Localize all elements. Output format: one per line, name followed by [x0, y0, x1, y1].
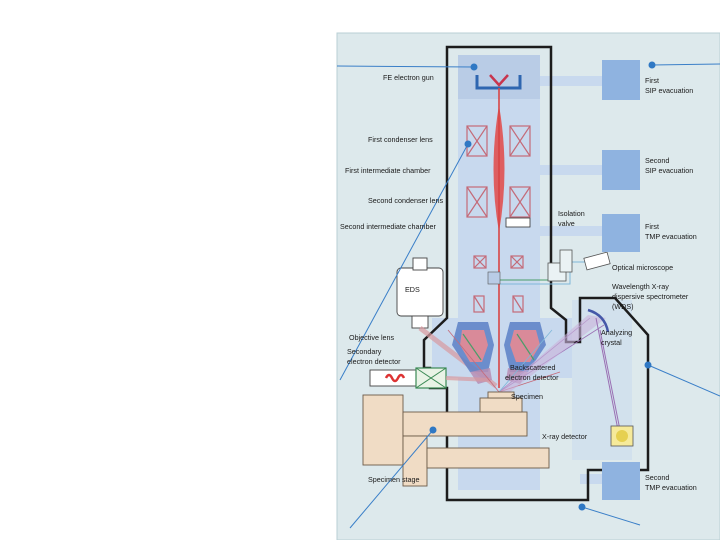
label-eds: EDS — [405, 285, 420, 294]
callout-dots — [429, 61, 656, 511]
label-secondary-detector: Secondary — [347, 347, 382, 356]
pump-label-first-sip-2: SIP evacuation — [645, 86, 693, 95]
eds-detector — [396, 257, 498, 388]
label-backscattered: Backscattered — [510, 363, 556, 372]
label-analyzing-crystal-2: crystal — [601, 338, 622, 347]
label-analyzing-crystal: Analyzing — [601, 328, 632, 337]
label-objective-lens: Objective lens — [349, 333, 395, 342]
pump-connections — [540, 76, 602, 484]
label-optical-microscope: Optical microscope — [612, 263, 673, 272]
labels: FE electron gun First condenser lens Fir… — [340, 73, 697, 492]
optical-microscope — [487, 249, 611, 285]
fe-gun-tip — [489, 74, 509, 87]
label-backscattered-2: electron detector — [505, 373, 559, 382]
pump-label-second-sip: Second — [645, 156, 669, 165]
pump-label-second-tmp-2: TMP evacuation — [645, 483, 697, 492]
label-first-condenser: First condenser lens — [368, 135, 433, 144]
label-specimen: Specimen — [511, 392, 543, 401]
pump-label-first-tmp-2: TMP evacuation — [645, 232, 697, 241]
pump-label-first-sip: First — [645, 76, 659, 85]
label-wds: Wavelength X-ray — [612, 282, 669, 291]
label-second-intermediate: Second intermediate chamber — [340, 222, 436, 231]
label-first-intermediate: First intermediate chamber — [345, 166, 431, 175]
label-second-condenser: Second condenser lens — [368, 196, 444, 205]
label-wds-2: dispersive spectrometer — [612, 292, 689, 301]
pump-label-second-tmp: Second — [645, 473, 669, 482]
secondary-electron-detector — [369, 367, 491, 389]
pump-label-second-sip-2: SIP evacuation — [645, 166, 693, 175]
callout-lines — [336, 63, 720, 529]
objective-lens — [452, 322, 546, 372]
pump-label-first-tmp: First — [645, 222, 659, 231]
isolation-valve — [505, 217, 531, 228]
label-isolation-valve-2: valve — [558, 219, 575, 228]
label-fe-gun: FE electron gun — [383, 73, 434, 82]
label-xray-detector: X-ray detector — [542, 432, 588, 441]
condenser-lenses — [466, 125, 531, 313]
pump-blocks — [602, 60, 640, 500]
wds-spectrometer — [499, 308, 634, 447]
label-isolation-valve: Isolation — [558, 209, 585, 218]
label-specimen-stage: Specimen stage — [368, 475, 420, 484]
label-wds-3: (WDS) — [612, 302, 634, 311]
label-secondary-detector-2: electron detector — [347, 357, 401, 366]
